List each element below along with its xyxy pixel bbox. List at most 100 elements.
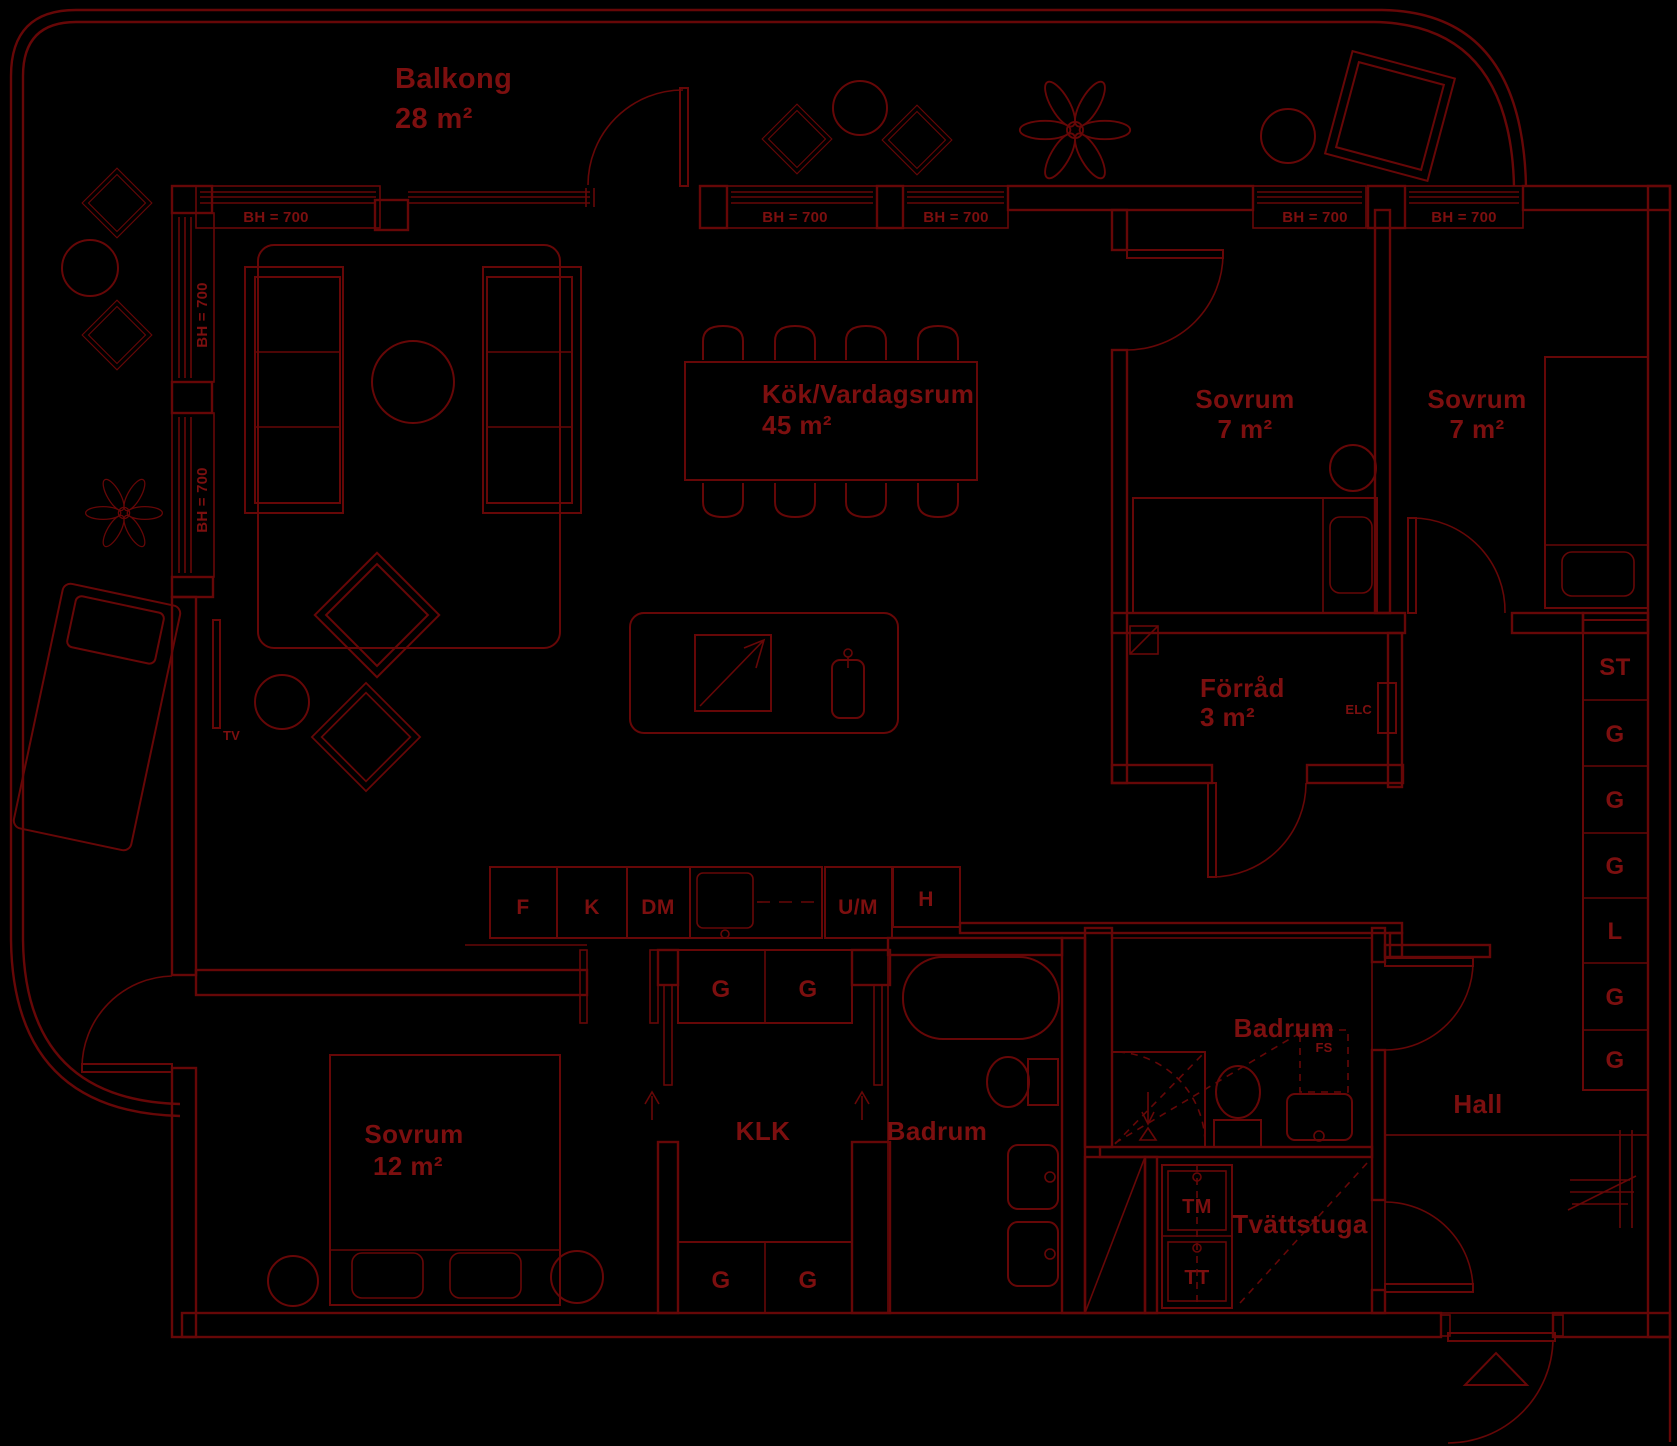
cabinet-sink	[689, 866, 823, 939]
island-sink	[831, 659, 865, 719]
wardrobe-g: G	[798, 1267, 817, 1294]
wardrobe-g: G	[711, 976, 730, 1003]
room-label-storage: Förråd	[1200, 673, 1285, 703]
wardrobe-l: L	[1607, 918, 1622, 945]
room-label-bathroom2: Badrum	[1234, 1013, 1335, 1043]
tiled-floors	[887, 937, 1649, 1314]
room-area-storage: 3 m²	[1200, 702, 1255, 732]
elc-label: ELC	[1345, 702, 1372, 717]
dining-chair	[845, 482, 887, 518]
door-balcony-left	[81, 975, 173, 1073]
electrical-cabinet	[1377, 682, 1397, 734]
stool	[267, 1255, 319, 1307]
window-label: BH = 700	[923, 209, 988, 226]
window-label: BH = 700	[194, 467, 211, 532]
balcony-square-table	[1323, 49, 1457, 183]
closet-wardrobes: G G G G	[677, 949, 853, 1314]
laundry: TM TT	[1161, 1161, 1369, 1309]
balcony-table	[61, 239, 119, 297]
doors	[81, 87, 1556, 1444]
pillow	[1561, 551, 1635, 597]
room-label-bathroom1: Badrum	[887, 1116, 988, 1146]
bed	[329, 1054, 561, 1306]
sofa-right	[482, 266, 582, 514]
room-label-kitchen-living: Kök/Vardagsrum	[762, 379, 974, 409]
sink	[1007, 1221, 1059, 1287]
dining-chair	[774, 482, 816, 518]
tv-label: TV	[223, 728, 240, 743]
wardrobe-g: G	[711, 1267, 730, 1294]
dryer-label: TT	[1184, 1267, 1209, 1289]
rug	[257, 244, 561, 649]
dining-area	[684, 325, 978, 518]
hall-details	[1567, 1130, 1637, 1228]
plant	[1018, 76, 1132, 184]
top-windows: BH = 700 BH = 700 BH = 700 BH = 700 BH =…	[195, 185, 1524, 229]
door-bedroom1	[1126, 249, 1224, 351]
hall-floor	[1384, 1134, 1649, 1314]
balcony-table	[1260, 108, 1316, 164]
armchair	[310, 681, 422, 793]
room-area-balcony: 28 m²	[395, 103, 473, 135]
washer-label: TM	[1182, 1196, 1212, 1218]
fs-label: FS	[1315, 1040, 1332, 1055]
door-entrance	[1447, 1332, 1556, 1444]
bed	[1132, 497, 1378, 614]
living-room: TV	[212, 244, 582, 793]
room-label-laundry: Tvättstuga	[1232, 1209, 1368, 1239]
bathtub	[902, 956, 1060, 1040]
bedside-table	[1329, 444, 1377, 492]
window-label: BH = 700	[243, 209, 308, 226]
room-area-master: 12 m²	[373, 1151, 443, 1181]
stove	[694, 634, 772, 712]
shower	[1111, 1051, 1206, 1148]
cabinet-h-label: H	[918, 888, 934, 911]
sun-lounger	[12, 582, 182, 852]
interior-walls	[194, 208, 1650, 1315]
bedroom2	[1544, 356, 1649, 609]
dining-chair	[702, 325, 744, 361]
room-area-bedroom2: 7 m²	[1449, 414, 1504, 444]
dining-chair	[774, 325, 816, 361]
pillow	[449, 1252, 522, 1299]
door-bathroom2	[1384, 957, 1474, 1051]
balcony-railing	[9, 8, 1528, 1118]
room-area-kitchen-living: 45 m²	[762, 410, 832, 440]
vent-shaft	[1299, 1029, 1349, 1093]
wardrobe-g: G	[1605, 984, 1624, 1011]
cabinet-k-label: K	[584, 896, 600, 919]
dining-chair	[917, 482, 959, 518]
entrance-arrow	[1462, 1351, 1530, 1386]
armchair	[313, 551, 441, 679]
wardrobe-st: ST	[1599, 654, 1630, 681]
dining-chair	[845, 325, 887, 361]
tv	[212, 619, 221, 729]
left-windows: BH = 700 BH = 700	[171, 212, 215, 578]
pillow	[351, 1252, 424, 1299]
room-area-bedroom1: 7 m²	[1217, 414, 1272, 444]
balcony-chair	[881, 104, 953, 176]
window-label: BH = 700	[194, 282, 211, 347]
laundry-floor	[1156, 1156, 1373, 1314]
plant	[84, 475, 164, 551]
window-label: BH = 700	[1431, 209, 1496, 226]
storage-room: ELC	[1129, 625, 1397, 734]
kitchen-island	[629, 612, 899, 734]
balcony-furniture	[12, 49, 1457, 852]
window-label: BH = 700	[1282, 209, 1347, 226]
bathroom2: FS	[1111, 1029, 1353, 1148]
room-label-master: Sovrum	[364, 1119, 463, 1149]
door-storage	[1207, 782, 1307, 878]
master-bedroom	[267, 1054, 604, 1307]
sliding-doors-klk	[644, 984, 883, 1120]
sofa-left	[244, 266, 344, 514]
bathroom1-floor	[887, 954, 1063, 1314]
cabinet-f-label: F	[516, 896, 529, 919]
toilet	[1213, 1065, 1262, 1148]
dining-chair	[702, 482, 744, 518]
wardrobe-g: G	[1605, 721, 1624, 748]
room-label-bedroom1: Sovrum	[1195, 384, 1294, 414]
kitchen: F K DM U/M H	[489, 612, 961, 939]
cabinet-h	[892, 866, 961, 928]
